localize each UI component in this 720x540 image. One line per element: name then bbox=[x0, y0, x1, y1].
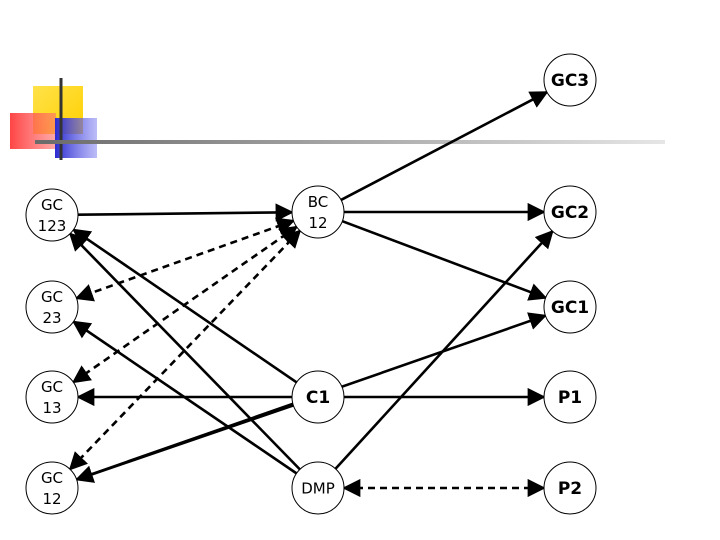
node-circle bbox=[25, 188, 79, 242]
node-circle bbox=[543, 53, 597, 107]
node-label: GC2 bbox=[551, 203, 589, 223]
node-label: GC bbox=[41, 196, 63, 214]
node-label: 23 bbox=[42, 309, 61, 327]
node-circle bbox=[25, 280, 79, 334]
edge-bc12-gc23 bbox=[74, 217, 296, 302]
node-gc12: GC 12 bbox=[25, 461, 79, 515]
node-p1: P1 bbox=[543, 370, 597, 424]
node-bc12: BC 12 bbox=[291, 185, 345, 239]
node-label: GC1 bbox=[551, 298, 589, 318]
template-logo bbox=[10, 78, 97, 160]
node-circle bbox=[25, 461, 79, 515]
node-circle bbox=[543, 370, 597, 424]
node-label: 12 bbox=[308, 214, 327, 232]
edge-bc12-gc3 bbox=[340, 90, 549, 202]
node-dmp: DMP bbox=[291, 461, 345, 515]
node-label: 12 bbox=[42, 490, 61, 508]
node-label: GC3 bbox=[551, 71, 589, 91]
node-label: P2 bbox=[558, 479, 582, 499]
node-label: GC bbox=[41, 288, 63, 306]
node-label: GC bbox=[41, 469, 63, 487]
edge-bc12-gc1 bbox=[341, 219, 548, 301]
node-circle bbox=[25, 370, 79, 424]
edge-gc123-bc12 bbox=[77, 203, 294, 222]
node-p2: P2 bbox=[543, 461, 597, 515]
edges-layer bbox=[68, 90, 554, 498]
node-label: 13 bbox=[42, 399, 61, 417]
node-gc13: GC 13 bbox=[25, 370, 79, 424]
node-gc123: GC 123 bbox=[25, 188, 79, 242]
node-label: BC bbox=[308, 193, 329, 211]
node-label: 123 bbox=[38, 217, 67, 235]
node-gc23: GC 23 bbox=[25, 280, 79, 334]
node-circle bbox=[543, 461, 597, 515]
node-circle bbox=[291, 461, 345, 515]
node-label: C1 bbox=[306, 388, 330, 408]
node-gc3: GC3 bbox=[543, 53, 597, 107]
node-label: GC bbox=[41, 378, 63, 396]
node-gc2: GC2 bbox=[543, 185, 597, 239]
node-c1: C1 bbox=[291, 370, 345, 424]
node-gc1: GC1 bbox=[543, 280, 597, 334]
edge-bc12-gc12 bbox=[68, 229, 302, 471]
node-circle bbox=[543, 185, 597, 239]
node-label: DMP bbox=[301, 480, 335, 498]
edge-dmp-gc2 bbox=[334, 229, 554, 470]
node-circle bbox=[291, 185, 345, 239]
edge-dmp-gc123 bbox=[68, 232, 301, 471]
title-rule bbox=[35, 140, 665, 144]
edge-c1-gc123 bbox=[71, 228, 298, 384]
node-label: P1 bbox=[558, 388, 582, 408]
node-circle bbox=[291, 370, 345, 424]
node-circle bbox=[543, 280, 597, 334]
